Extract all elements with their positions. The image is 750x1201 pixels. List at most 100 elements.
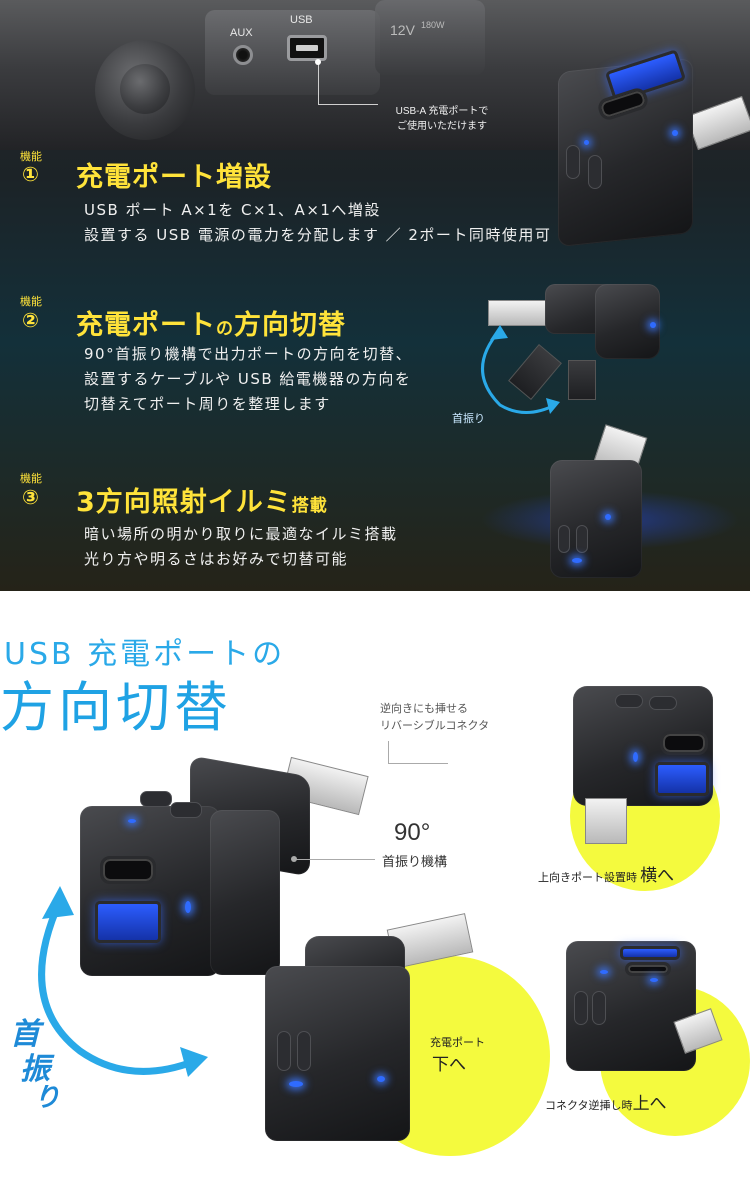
- hero-banner: AUX USB 12V 180W USB-A 充電ポートで ご使用いただけます …: [0, 0, 750, 591]
- direction-switch-section: USB 充電ポートの 方向切替 逆向きにも挿せる リバーシブルコネクタ 90° …: [0, 591, 750, 1201]
- usb-c-port-top: [625, 962, 671, 976]
- callout-line1: USB-A 充電ポートで: [395, 106, 489, 117]
- button-left: [566, 145, 580, 179]
- blue-led-side: [185, 901, 191, 913]
- hub-side: [210, 810, 280, 975]
- feature-2-line3: 切替えてポート周りを整理します: [84, 395, 331, 413]
- button-right: [588, 155, 602, 189]
- hub-device-photo-2: [460, 270, 700, 430]
- feature-1-line2: 設置する USB 電源の電力を分配します ／ 2ポート同時使用可: [84, 226, 552, 244]
- feature-1-title: 充電ポート増設: [76, 162, 272, 193]
- swivel-arrow-icon: [481, 325, 560, 414]
- blue-led-top: [128, 819, 136, 823]
- caption-side-big: 横へ: [640, 866, 675, 885]
- button-b: [649, 696, 677, 710]
- button-right: [592, 991, 606, 1025]
- note-leader-v: [388, 741, 389, 763]
- usb-plug: [685, 95, 750, 151]
- watt-label: 180W: [421, 20, 445, 30]
- feature-3-title-main: 3方向照射イルミ: [76, 487, 292, 518]
- caption-down-pre: 充電ポート: [430, 1037, 485, 1049]
- aux-port: [233, 45, 253, 65]
- blue-led: [633, 752, 638, 762]
- down-plug-ghost: [568, 360, 596, 400]
- degree-leader: [295, 859, 375, 860]
- usb-a-port-top: [620, 946, 680, 960]
- caption-up: コネクタ逆挿し時上へ: [545, 1089, 667, 1114]
- hub-head: [595, 284, 660, 359]
- blue-led-top: [600, 970, 608, 974]
- reversible-line1: 逆向きにも挿せる: [380, 703, 468, 715]
- feature-2-line1: 90°首振り機構で出力ポートの方向を切替、: [84, 345, 413, 363]
- swing-text-1: 首: [10, 1017, 40, 1052]
- callout-line2: ご使用いただけます: [397, 121, 487, 132]
- caption-side-pre: 上向きポート設置時: [538, 872, 637, 884]
- usb-a-port-lit: [655, 762, 709, 796]
- feature-2-title-b: 方向切替: [234, 310, 346, 341]
- blue-led-bottom: [289, 1081, 303, 1087]
- feature-2-title-particle: の: [216, 319, 234, 339]
- button-right: [297, 1031, 311, 1071]
- hub-body: [550, 460, 642, 578]
- button-top-right: [170, 802, 202, 818]
- swing-text-3: り: [34, 1083, 61, 1113]
- usb-tongue: [296, 45, 318, 51]
- 12v-label: 12V: [390, 22, 415, 38]
- feature-2-tag: 機能: [20, 296, 42, 308]
- feature-2-line2: 設置するケーブルや USB 給電機器の方向を: [84, 370, 412, 388]
- degree-dot: [291, 856, 297, 862]
- reversible-line2: リバーシブルコネクタ: [380, 720, 490, 732]
- usb-c-port: [660, 731, 708, 755]
- callout-line-horizontal: [318, 104, 378, 105]
- feature-3-body: 暗い場所の明かり取りに最適なイルミ搭載 光り方や明るさはお好みで切替可能: [84, 522, 398, 572]
- button-left: [277, 1031, 291, 1071]
- caption-down-big: 下へ: [432, 1055, 466, 1074]
- blue-led-top-2: [650, 978, 658, 982]
- feature-3-title-small: 搭載: [291, 496, 328, 516]
- callout-dot: [315, 59, 321, 65]
- hub-down-photo: [265, 913, 495, 1151]
- 12v-socket-panel: [375, 0, 485, 75]
- usb-a-port-lit: [95, 901, 161, 943]
- feature-3-tag: 機能: [20, 473, 42, 485]
- button-left: [558, 525, 570, 553]
- feature-3-title: 3方向照射イルミ搭載: [76, 480, 328, 519]
- hub-body: [80, 806, 220, 976]
- caption-down: 充電ポート 下へ: [430, 1034, 485, 1075]
- degree-label: 首振り機構: [382, 854, 448, 869]
- button-left: [574, 991, 588, 1025]
- hub-device-photo-1: [550, 45, 750, 255]
- usb-c-port: [100, 856, 156, 884]
- degree-value: 90°: [394, 819, 431, 846]
- hub-device-photo-3: [480, 424, 740, 590]
- feature-3-line2: 光り方や明るさはお好みで切替可能: [84, 550, 349, 568]
- note-leader-h: [388, 763, 448, 764]
- usb-plug-down: [585, 798, 627, 844]
- caption-up-big: 上へ: [632, 1094, 667, 1113]
- section-title: 方向切替: [0, 676, 232, 739]
- button-right: [576, 525, 588, 553]
- swivel-label: 首振り: [452, 413, 485, 425]
- feature-3-line1: 暗い場所の明かり取りに最適なイルミ搭載: [84, 525, 398, 543]
- button-top-left: [140, 791, 172, 807]
- feature-1-tag: 機能: [20, 151, 42, 163]
- feature-2-title-a: 充電ポート: [76, 310, 216, 341]
- blue-led: [650, 322, 656, 328]
- blue-led-side: [605, 514, 611, 520]
- callout-line-vertical: [318, 62, 319, 104]
- feature-1-number: ①: [22, 162, 39, 186]
- swing-text-2: 振: [20, 1052, 50, 1087]
- hub-up-photo: [560, 936, 723, 1086]
- feature-2-title: 充電ポートの方向切替: [76, 303, 346, 342]
- swing-arrow-icon: [38, 886, 208, 1077]
- blue-led-side: [377, 1076, 385, 1082]
- section-subtitle: USB 充電ポートの: [4, 637, 286, 672]
- feature-1-body: USB ポート A×1を C×1、A×1へ増設 設置する USB 電源の電力を分…: [84, 198, 551, 248]
- blue-led-front: [584, 140, 589, 145]
- caption-side: 上向きポート設置時 横へ: [538, 861, 674, 886]
- callout-text: USB-A 充電ポートで ご使用いただけます: [377, 104, 507, 134]
- caption-up-pre: コネクタ逆挿し時: [545, 1100, 633, 1112]
- feature-3-number: ③: [22, 485, 39, 509]
- usb-label: USB: [290, 14, 313, 26]
- usb-plug: [488, 300, 548, 326]
